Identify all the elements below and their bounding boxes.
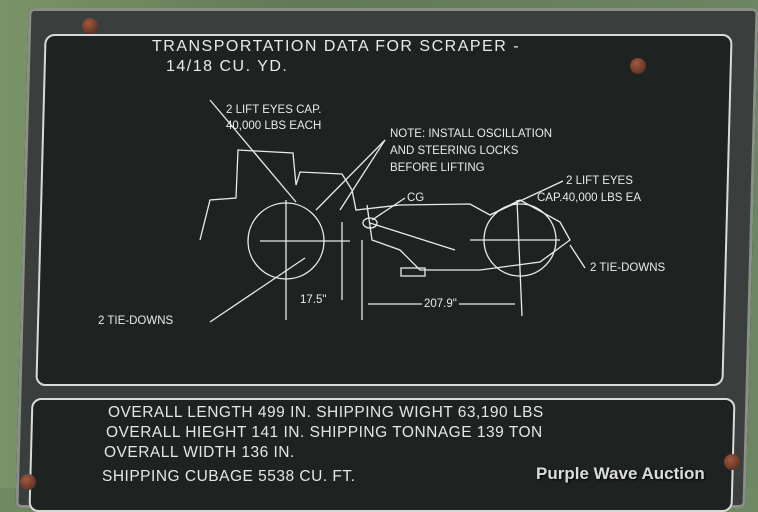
spec-line: SHIPPING CUBAGE 5538 CU. FT. — [102, 468, 356, 485]
scraper-diagram — [199, 99, 586, 323]
plate-title-line2: 14/18 CU. YD. — [166, 58, 289, 75]
rivet — [630, 58, 646, 74]
rear-tie-downs-label: 2 TIE-DOWNS — [590, 262, 666, 274]
rear-lift-eyes-label: 2 LIFT EYES — [566, 175, 633, 187]
spec-line: OVERALL HIEGHT 141 IN. SHIPPING TONNAGE … — [106, 424, 543, 441]
spec-line: OVERALL LENGTH 499 IN. SHIPPING WIGHT 63… — [108, 404, 544, 421]
front-lift-eyes-label: 2 LIFT EYES CAP. — [226, 104, 322, 116]
scraper-outline — [199, 149, 571, 271]
cg-marker — [362, 217, 378, 229]
note-line1: NOTE: INSTALL OSCILLATION — [390, 128, 553, 140]
rear-lift-eyes-capacity: CAP.40,000 LBS EA — [537, 192, 641, 204]
note-line3: BEFORE LIFTING — [390, 162, 485, 174]
rivet — [20, 474, 36, 490]
front-lift-eyes-capacity: 40,000 LBS EACH — [226, 120, 322, 132]
rivet — [724, 454, 740, 470]
cg-label: CG — [407, 192, 425, 204]
note-line2: AND STEERING LOCKS — [390, 145, 519, 157]
rear-dimension: 207.9" — [422, 298, 459, 310]
watermark: Purple Wave Auction — [536, 464, 705, 483]
plate-title-line1: TRANSPORTATION DATA FOR SCRAPER - — [152, 38, 521, 55]
front-dimension: 17.5" — [300, 294, 327, 306]
spec-line: OVERALL WIDTH 136 IN. — [104, 444, 295, 461]
rivet — [82, 18, 98, 34]
front-tie-downs-label: 2 TIE-DOWNS — [98, 315, 174, 327]
